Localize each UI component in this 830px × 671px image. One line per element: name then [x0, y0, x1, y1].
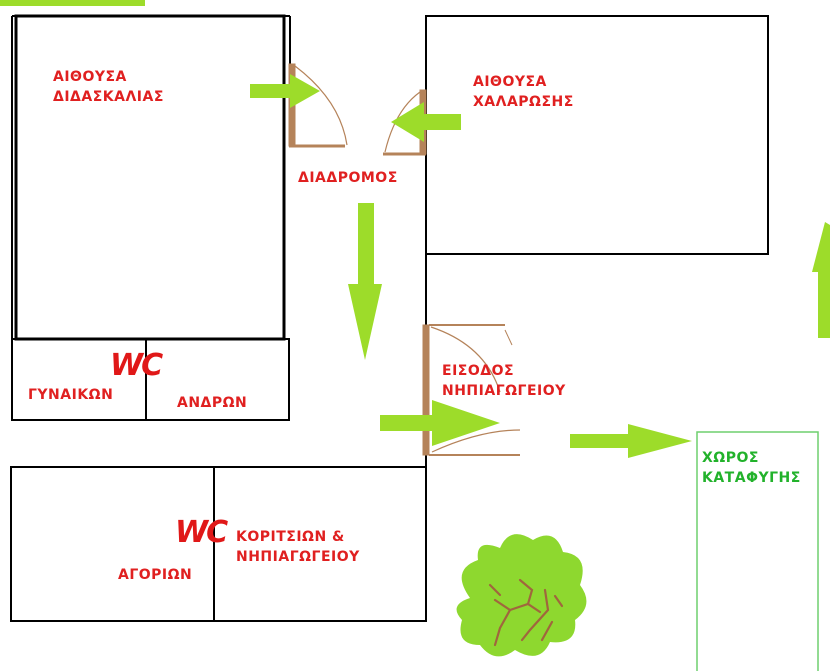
boys-label: ΑΓΟΡΙΩΝ [118, 567, 193, 583]
relax-door-swing [384, 91, 421, 153]
relax-room-walls [425, 15, 769, 255]
shelter-area [696, 431, 819, 671]
arrow-through-entrance [380, 400, 500, 446]
girls-kindergarten-label: ΚΟΡΙΤΣΙΩΝ & ΝΗΠΙΑΓΩΓΕΙΟΥ [236, 529, 360, 565]
bush [456, 534, 587, 657]
wc-bottom-block [10, 466, 427, 622]
arrow-to-shelter [570, 424, 692, 458]
arrow-into-classroom [250, 74, 320, 108]
entrance-door-jamb [422, 324, 430, 456]
entrance-door-swing-2 [431, 429, 521, 453]
top-accent-bar [0, 0, 145, 6]
entrance-label: ΕΙΣΟΔΟΣ ΝΗΠΙΑΓΩΓΕΙΟΥ [442, 363, 566, 399]
women-label: ΓΥΝΑΙΚΩΝ [28, 387, 114, 403]
relax-room-label: ΑΙΘΟΥΣΑ ΧΑΛΑΡΩΣΗΣ [473, 74, 574, 110]
arrow-up-right-edge [812, 222, 830, 338]
classroom-door-swing [294, 65, 348, 146]
corridor-label: ΔΙΑΔΡΟΜΟΣ [298, 170, 398, 186]
wc-top-label: WC [110, 348, 163, 383]
entrance-door-swing-1 [430, 326, 501, 393]
classroom-walls [14, 14, 286, 341]
walls [10, 14, 769, 622]
wc-top-block [11, 338, 290, 421]
men-label: ΑΝΔΡΩΝ [177, 395, 248, 411]
arrow-down-corridor [348, 203, 382, 360]
wc-bottom-label: WC [175, 515, 228, 550]
arrows [250, 74, 830, 458]
arrow-into-relax-room [391, 102, 461, 142]
classroom-label: ΑΙΘΟΥΣΑ ΔΙΔΑΣΚΑΛΙΑΣ [53, 69, 164, 105]
shelter-label: ΧΩΡΟΣ ΚΑΤΑΦΥΓΗΣ [702, 450, 801, 486]
